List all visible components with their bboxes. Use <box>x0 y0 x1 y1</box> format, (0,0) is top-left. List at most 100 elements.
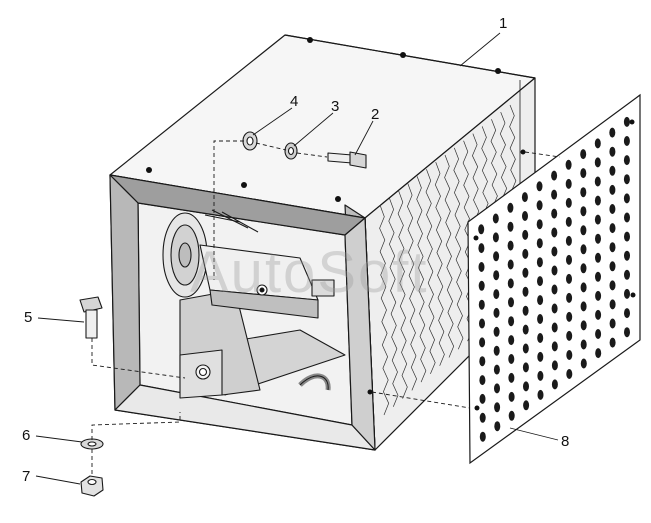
fin-line <box>453 147 464 350</box>
grille-hole <box>566 254 572 265</box>
grille-hole <box>523 381 529 392</box>
grille-hole <box>580 187 587 198</box>
grille-hole <box>551 189 558 200</box>
grille-hole <box>507 278 514 289</box>
grille-hole <box>565 197 572 208</box>
grille-hole <box>493 326 500 337</box>
grille-hole <box>594 157 601 168</box>
leader-lines <box>35 32 559 485</box>
grille-hole <box>566 330 573 341</box>
fin-line <box>407 183 417 391</box>
grille-hole <box>594 176 601 187</box>
screw-dot <box>241 182 247 188</box>
grille-hole <box>493 289 500 300</box>
grille-hole <box>624 308 630 319</box>
grille-hole <box>508 354 515 364</box>
grille-hole <box>566 369 573 379</box>
grille-hole <box>522 343 529 354</box>
grille-hole <box>536 219 543 230</box>
grille-hole <box>523 400 530 411</box>
grille-hole <box>623 174 630 185</box>
grille-hole <box>479 318 485 329</box>
nut-7 <box>80 475 104 497</box>
grille-hole <box>551 303 558 314</box>
grille-hole <box>566 350 573 360</box>
grille-mount-hole <box>629 119 635 125</box>
grille-hole <box>580 339 587 350</box>
grille-hole <box>479 412 486 423</box>
grille-hole <box>536 238 543 249</box>
grille-hole <box>566 292 573 303</box>
grille-hole <box>624 269 630 280</box>
grille-hole <box>624 327 630 338</box>
grille-hole <box>580 206 587 217</box>
assembly-lines <box>91 140 561 476</box>
grille-hole <box>536 200 543 211</box>
screw-dot <box>146 167 152 173</box>
grille-hole <box>492 232 499 243</box>
fin-line <box>397 190 408 399</box>
grille-hole <box>493 270 500 281</box>
grille-hole <box>508 391 515 402</box>
callout-3: 3 <box>331 98 339 115</box>
fin-line <box>444 154 455 358</box>
grille-hole <box>478 224 485 235</box>
motor-terminal-core <box>259 287 265 293</box>
grille-hole <box>609 204 616 214</box>
grille-hole <box>536 181 543 192</box>
grille-hole <box>551 208 558 219</box>
grille-hole <box>609 242 616 253</box>
washer-4 <box>242 131 258 151</box>
fin-line <box>434 162 445 366</box>
grille-hole <box>551 341 558 352</box>
washer-6 <box>80 438 104 450</box>
grille-hole <box>595 233 601 244</box>
grille-hole <box>507 221 514 232</box>
grille-hole <box>595 329 602 339</box>
grille-hole <box>609 280 616 291</box>
grille-hole <box>507 259 514 270</box>
grille-hole <box>551 265 558 276</box>
grille-hole <box>566 311 573 322</box>
grille-hole <box>565 178 572 189</box>
grille-hole <box>609 146 616 157</box>
callout-8: 8 <box>561 433 569 450</box>
callout-1: 1 <box>499 15 507 32</box>
grille-hole <box>522 362 529 373</box>
grille-hole <box>537 276 543 287</box>
grille-hole <box>565 216 572 227</box>
callouts: 1 2 3 4 5 6 7 8 <box>22 15 569 485</box>
grille-hole <box>595 290 602 301</box>
bracket-bolt-inner <box>198 367 208 377</box>
grille-hole <box>522 229 529 240</box>
grille-hole <box>479 337 486 348</box>
callout-7: 7 <box>22 468 30 485</box>
grille-hole <box>494 421 501 432</box>
grille-hole <box>609 165 616 176</box>
grille-hole <box>537 389 544 400</box>
screw-dot <box>307 37 313 43</box>
fin-line <box>416 176 427 383</box>
grille-hole <box>479 431 486 442</box>
grille-hole <box>493 364 500 375</box>
grille-hole <box>493 345 500 356</box>
grille-hole <box>478 243 485 254</box>
grille-hole <box>609 223 616 234</box>
grille-plate <box>467 93 641 465</box>
grille-hole <box>595 348 602 359</box>
grille-hole <box>595 252 601 263</box>
grille-hole <box>609 127 616 138</box>
screw-dot <box>400 52 406 58</box>
grille-mount-hole <box>473 235 479 241</box>
grille-hole <box>580 301 587 312</box>
lock-washer-3 <box>284 142 298 160</box>
grille-hole <box>580 282 587 293</box>
watermark: AutoSoft <box>190 240 428 305</box>
grille-hole <box>507 240 514 251</box>
grille-hole <box>522 305 529 316</box>
grille-hole <box>624 231 630 242</box>
grille-hole <box>566 273 572 284</box>
callout-4: 4 <box>290 93 298 110</box>
grille-hole <box>493 307 500 318</box>
